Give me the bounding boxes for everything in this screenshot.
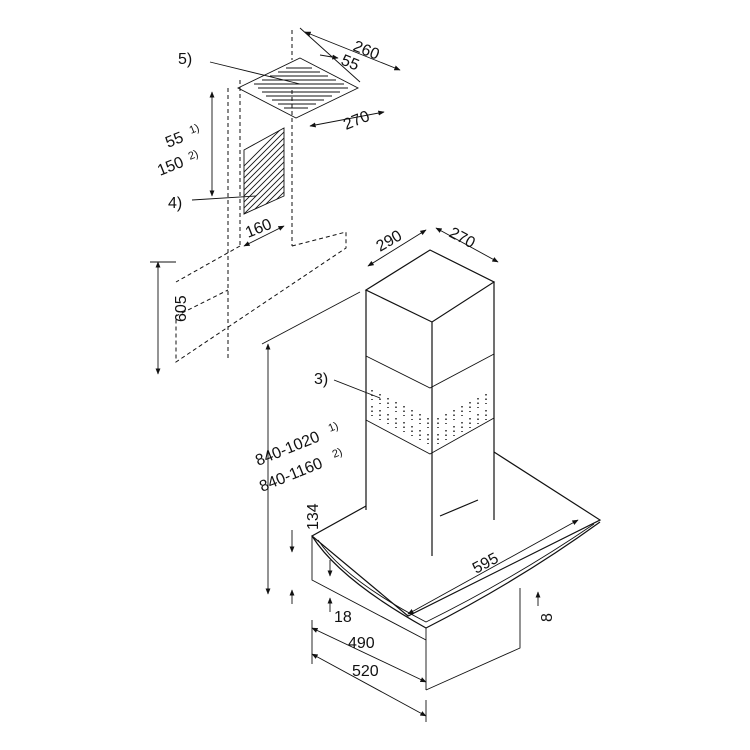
chimney-vent-pattern	[371, 390, 487, 444]
wall-installation-outline	[175, 30, 347, 363]
callout-4-label: 4)	[168, 195, 182, 212]
dim-270-top-label: 270	[341, 108, 372, 134]
dimension-labels: 5) 260 55 270 55 1) 150 2) 4) 160 605 29…	[155, 38, 556, 680]
dim-490-label: 490	[348, 635, 375, 652]
dim-18-label: 18	[334, 609, 352, 626]
dim-290-label: 290	[374, 227, 406, 255]
chimney	[333, 249, 496, 556]
dim-150-note2-label: 150	[155, 154, 186, 180]
callout-5-label: 5)	[178, 51, 192, 68]
dimension-lines	[150, 27, 579, 722]
duct-outlet-5	[209, 57, 360, 119]
dim-595-label: 595	[470, 550, 502, 578]
glass-canopy	[310, 451, 602, 691]
dim-605-label: 605	[173, 295, 190, 322]
dim-8-label: 8	[539, 613, 556, 622]
note-2-marker-b: 2)	[331, 446, 345, 461]
dim-520-label: 520	[352, 663, 379, 680]
dim-134-label: 134	[305, 503, 322, 530]
callout-3-label: 3)	[314, 371, 328, 388]
wall-bracket-4	[191, 127, 285, 215]
note-1-marker-b: 1)	[327, 420, 341, 435]
dim-55-note1-label: 55	[163, 129, 186, 151]
dim-55-label: 55	[339, 52, 362, 74]
note-1-marker-a: 1)	[188, 122, 202, 137]
note-2-marker-a: 2)	[187, 148, 201, 163]
dim-160-label: 160	[243, 216, 274, 242]
